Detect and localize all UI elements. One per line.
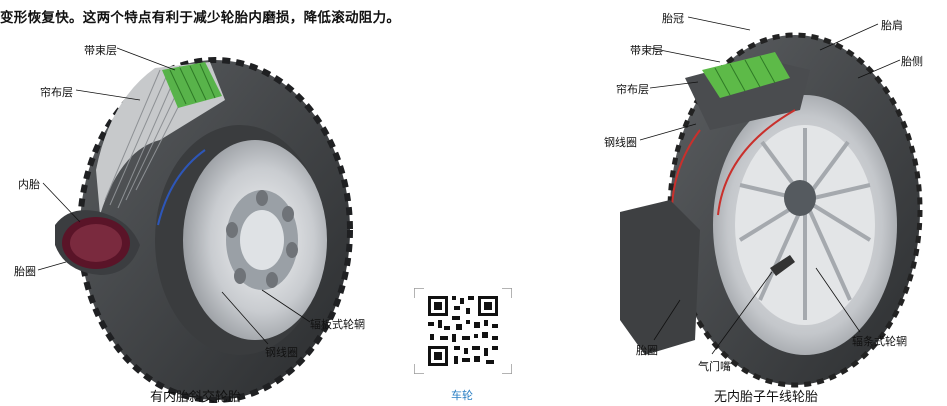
label-inner-tube: 内胎 — [18, 178, 40, 191]
bias-tire-illustration — [37, 47, 353, 403]
label-crown: 胎冠 — [662, 12, 684, 25]
label-bead-flap-left: 胎圈 — [14, 265, 36, 278]
radial-tire-illustration — [620, 16, 923, 388]
qr-code[interactable] — [413, 287, 513, 375]
label-bead-wire-right: 钢线圈 — [604, 136, 637, 149]
label-ply-right: 帘布层 — [616, 83, 649, 96]
label-ply-left: 帘布层 — [40, 86, 73, 99]
label-belt-left: 带束层 — [84, 44, 117, 57]
label-belt-right: 带束层 — [630, 44, 663, 57]
qr-code-image — [413, 287, 513, 375]
label-spoke-rim: 辐条式轮辋 — [852, 335, 907, 348]
radial-tire-figure: 胎冠 胎肩 胎侧 带束层 帘布层 钢线圈 胎圈 气门嘴 辐条式轮辋 无内胎子午线… — [590, 0, 947, 406]
bias-tire-figure: 带束层 帘布层 内胎 胎圈 辐板式轮辋 钢线圈 有内胎斜交轮胎 — [0, 0, 390, 406]
label-shoulder: 胎肩 — [881, 19, 903, 32]
left-figure-caption: 有内胎斜交轮胎 — [150, 390, 242, 405]
right-figure-caption: 无内胎子午线轮胎 — [714, 390, 819, 405]
label-valve: 气门嘴 — [698, 360, 731, 373]
intro-text: 变形恢复快。这两个特点有利于减少轮胎内磨损，降低滚动阻力。 — [0, 10, 401, 26]
qr-caption[interactable]: 车轮 — [451, 389, 473, 402]
label-bead-right: 胎圈 — [636, 344, 658, 357]
label-sidewall: 胎侧 — [901, 55, 923, 68]
label-disc-rim: 辐板式轮辋 — [310, 318, 365, 331]
label-bead-wire-left: 钢线圈 — [265, 346, 298, 359]
